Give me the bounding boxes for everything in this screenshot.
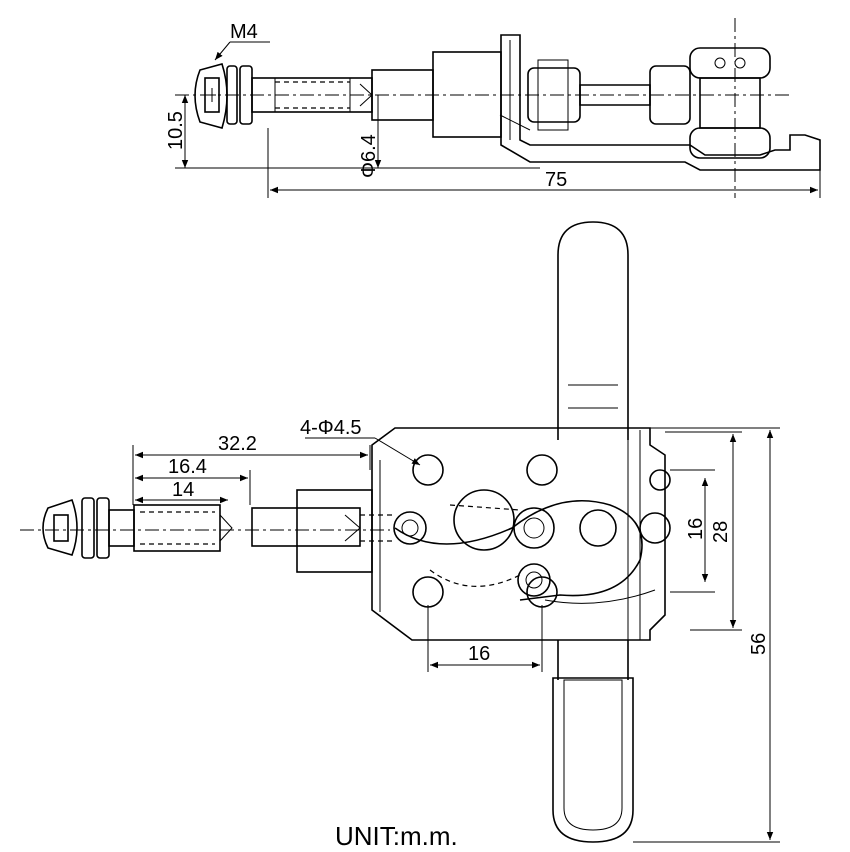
- side-view: 32.2 16.4 14 4-Φ4.5 16 16 28 56: [20, 221, 780, 843]
- pivot-rear: [579, 509, 617, 547]
- pivot-front-outer: [393, 511, 427, 545]
- unit-label: UNIT:m.m.: [335, 821, 458, 851]
- pivot-handle: [639, 512, 671, 544]
- top-view: 10.5 Φ6.4 75 M4: [165, 18, 821, 198]
- side-nut-2: [96, 497, 110, 559]
- dim-16-4-label: 16.4: [168, 456, 207, 478]
- plunger-rod: [251, 507, 361, 547]
- mount-hole-3: [412, 576, 444, 608]
- pivot-lower: [517, 563, 551, 597]
- stop-pin: [649, 469, 671, 491]
- handle-pivot-top: [689, 47, 771, 79]
- mount-hole-2: [526, 454, 558, 486]
- link-block-2: [649, 65, 691, 125]
- side-spindle-head: [42, 498, 78, 556]
- dim-14-label: 14: [172, 479, 194, 501]
- link-bar: [579, 84, 651, 106]
- base-bracket: [500, 34, 821, 171]
- handle-upper: [557, 221, 629, 440]
- plunger-housing: [296, 489, 373, 573]
- dim-32-2-label: 32.2: [218, 433, 257, 455]
- side-nut-1: [81, 497, 95, 559]
- dim-16-v-label: 16: [685, 518, 707, 540]
- plunger-sleeve: [371, 69, 434, 121]
- handle-pivot-bottom: [689, 127, 771, 159]
- cam-link: [453, 489, 515, 551]
- dim-10-5-label: 10.5: [165, 111, 187, 150]
- mount-hole-1: [412, 454, 444, 486]
- thread-label: M4: [230, 21, 258, 43]
- linkage-outline: [394, 499, 643, 601]
- dim-28-label: 28: [710, 521, 732, 543]
- base-plate: [371, 427, 666, 641]
- nut-1: [226, 65, 238, 125]
- dim-56-label: 56: [748, 633, 770, 655]
- dim-75-label: 75: [545, 169, 567, 191]
- dim-dia-label: Φ6.4: [358, 134, 380, 178]
- dim-16-h-label: 16: [468, 643, 490, 665]
- side-threaded-spindle: [133, 504, 221, 552]
- hole-callout-label: 4-Φ4.5: [300, 417, 362, 439]
- handle-grip: [552, 677, 634, 843]
- spindle-head: [194, 63, 228, 129]
- pivot-center-outer: [513, 507, 555, 549]
